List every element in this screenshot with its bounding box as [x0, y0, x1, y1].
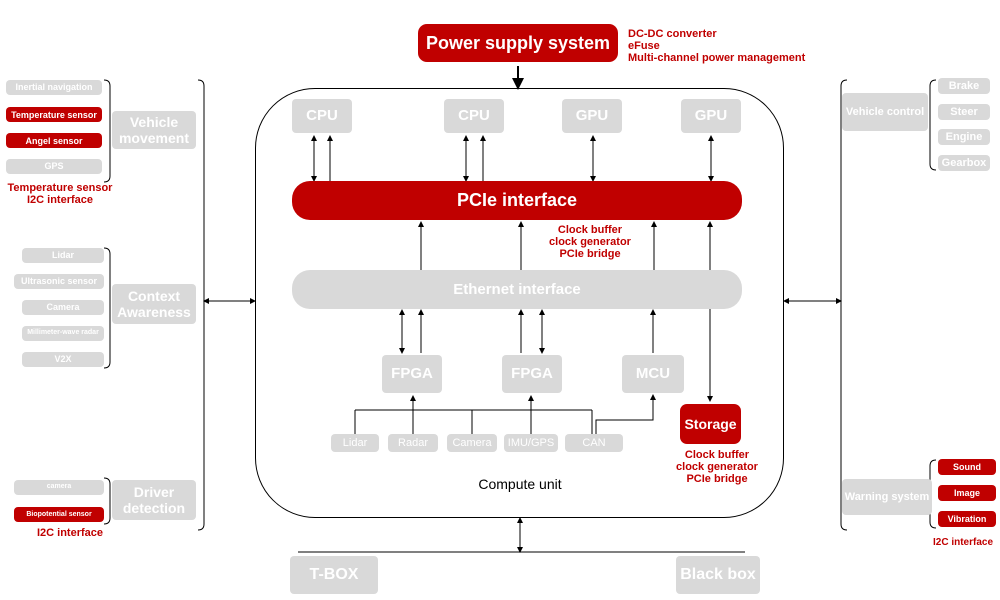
- warning-note: I2C interface: [932, 537, 994, 548]
- power-note: DC-DC converter: [628, 28, 717, 40]
- item-angel-sensor: Angel sensor: [6, 133, 102, 148]
- storage-note: Clock buffer: [684, 449, 750, 461]
- vehicle-movement-note: I2C interface: [26, 194, 94, 206]
- vehicle-movement-note: Temperature sensor: [7, 182, 113, 194]
- vehicle-movement-box: Vehicle movement: [112, 111, 196, 149]
- fpga-box: FPGA: [502, 355, 562, 393]
- cpu-box: CPU: [292, 99, 352, 133]
- sensor-imu-gps: IMU/GPS: [504, 434, 558, 452]
- pcie-note: PCIe bridge: [559, 248, 621, 260]
- item-camera: Camera: [22, 300, 104, 315]
- ethernet-interface-bar: Ethernet interface: [292, 270, 742, 309]
- power-note: eFuse: [628, 40, 660, 52]
- vehicle-movement-notes: Temperature sensor I2C interface: [0, 182, 120, 206]
- item-biopotential-sensor: Biopotential sensor: [14, 507, 104, 522]
- warning-system-box: Warning system: [842, 479, 932, 515]
- item-steer: Steer: [938, 104, 990, 120]
- item-v2x: V2X: [22, 352, 104, 367]
- pcie-note: clock generator: [549, 236, 631, 248]
- item-brake: Brake: [938, 78, 990, 94]
- pcie-notes: Clock buffer clock generator PCIe bridge: [535, 224, 645, 260]
- item-gearbox: Gearbox: [938, 155, 990, 171]
- sensor-radar: Radar: [388, 434, 438, 452]
- item-sound: Sound: [938, 459, 996, 475]
- driver-detection-box: Driver detection: [112, 480, 196, 520]
- compute-unit-label: Compute unit: [478, 476, 562, 492]
- sensor-lidar: Lidar: [331, 434, 379, 452]
- blackbox-box: Black box: [676, 556, 760, 594]
- power-note: Multi-channel power management: [628, 52, 806, 64]
- storage-notes: Clock buffer clock generator PCIe bridge: [662, 449, 772, 485]
- fpga-box: FPGA: [382, 355, 442, 393]
- item-camera-driver: camera: [14, 480, 104, 495]
- gpu-box: GPU: [681, 99, 741, 133]
- pcie-note: Clock buffer: [557, 224, 623, 236]
- item-gps: GPS: [6, 159, 102, 174]
- pcie-interface-bar: PCIe interface: [292, 181, 742, 220]
- item-lidar: Lidar: [22, 248, 104, 263]
- vehicle-control-box: Vehicle control: [842, 93, 928, 131]
- item-millimeter-wave-radar: Millimeter-wave radar: [22, 326, 104, 341]
- sensor-camera: Camera: [447, 434, 497, 452]
- item-temperature-sensor: Temperature sensor: [6, 107, 102, 122]
- tbox-box: T-BOX: [290, 556, 378, 594]
- mcu-box: MCU: [622, 355, 684, 393]
- item-inertial-navigation: Inertial navigation: [6, 80, 102, 95]
- item-image: Image: [938, 485, 996, 501]
- compute-unit-frame: [255, 88, 784, 518]
- storage-box: Storage: [680, 404, 741, 444]
- gpu-box: GPU: [562, 99, 622, 133]
- sensor-can: CAN: [565, 434, 623, 452]
- item-vibration: Vibration: [938, 511, 996, 527]
- cpu-box: CPU: [444, 99, 504, 133]
- item-ultrasonic-sensor: Ultrasonic sensor: [14, 274, 104, 289]
- power-supply-box: Power supply system: [418, 24, 618, 62]
- item-engine: Engine: [938, 129, 990, 145]
- driver-note: I2C interface: [36, 527, 104, 539]
- context-awareness-box: Context Awareness: [112, 284, 196, 324]
- power-notes: DC-DC converter eFuse Multi-channel powe…: [628, 28, 848, 64]
- storage-note: clock generator: [676, 461, 758, 473]
- storage-note: PCIe bridge: [686, 473, 748, 485]
